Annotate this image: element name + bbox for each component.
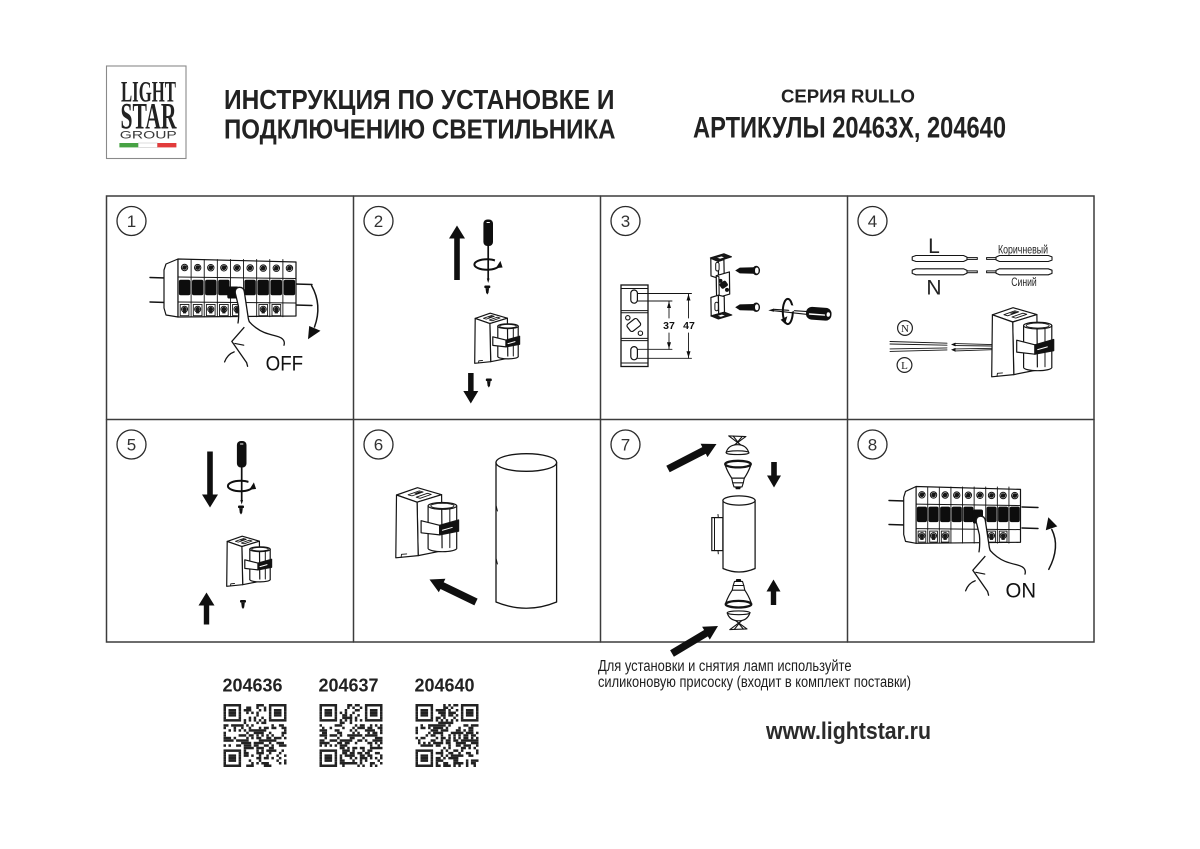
svg-text:ПОДКЛЮЧЕНИЮ СВЕТИЛЬНИКА: ПОДКЛЮЧЕНИЮ СВЕТИЛЬНИКА xyxy=(224,114,616,145)
svg-text:LIGHT: LIGHT xyxy=(121,77,176,109)
svg-text:47: 47 xyxy=(683,320,695,332)
svg-text:АРТИКУЛЫ 20463Х, 204640: АРТИКУЛЫ 20463Х, 204640 xyxy=(693,112,1006,145)
svg-text:силиконовую присоску (входит в: силиконовую присоску (входит в комплект … xyxy=(598,674,911,691)
svg-text:204636: 204636 xyxy=(223,676,283,696)
svg-text:1: 1 xyxy=(127,212,136,231)
svg-text:7: 7 xyxy=(621,436,630,455)
svg-text:204640: 204640 xyxy=(415,676,475,696)
svg-text:L: L xyxy=(928,235,940,258)
svg-text:37: 37 xyxy=(663,320,675,332)
svg-text:ИНСТРУКЦИЯ ПО УСТАНОВКЕ И: ИНСТРУКЦИЯ ПО УСТАНОВКЕ И xyxy=(224,84,615,115)
svg-text:204637: 204637 xyxy=(319,676,379,696)
svg-text:3: 3 xyxy=(621,212,630,231)
svg-text:2: 2 xyxy=(374,212,383,231)
svg-text:6: 6 xyxy=(374,436,383,455)
svg-text:4: 4 xyxy=(868,212,877,231)
svg-text:Коричневый: Коричневый xyxy=(998,245,1048,257)
svg-text:N: N xyxy=(926,277,941,300)
svg-text:www.lightstar.ru: www.lightstar.ru xyxy=(765,718,931,745)
svg-text:STAR: STAR xyxy=(121,96,177,137)
svg-text:8: 8 xyxy=(868,436,877,455)
svg-text:Для установки и снятия ламп ис: Для установки и снятия ламп используйте xyxy=(598,658,852,675)
svg-text:Синий: Синий xyxy=(1011,277,1037,289)
svg-text:СЕРИЯ RULLO: СЕРИЯ RULLO xyxy=(781,86,915,107)
svg-text:GROUP: GROUP xyxy=(120,130,177,142)
svg-text:ON: ON xyxy=(1006,578,1037,602)
svg-text:N: N xyxy=(901,323,909,335)
svg-text:L: L xyxy=(901,360,908,372)
svg-text:OFF: OFF xyxy=(266,352,304,376)
svg-text:5: 5 xyxy=(127,436,136,455)
